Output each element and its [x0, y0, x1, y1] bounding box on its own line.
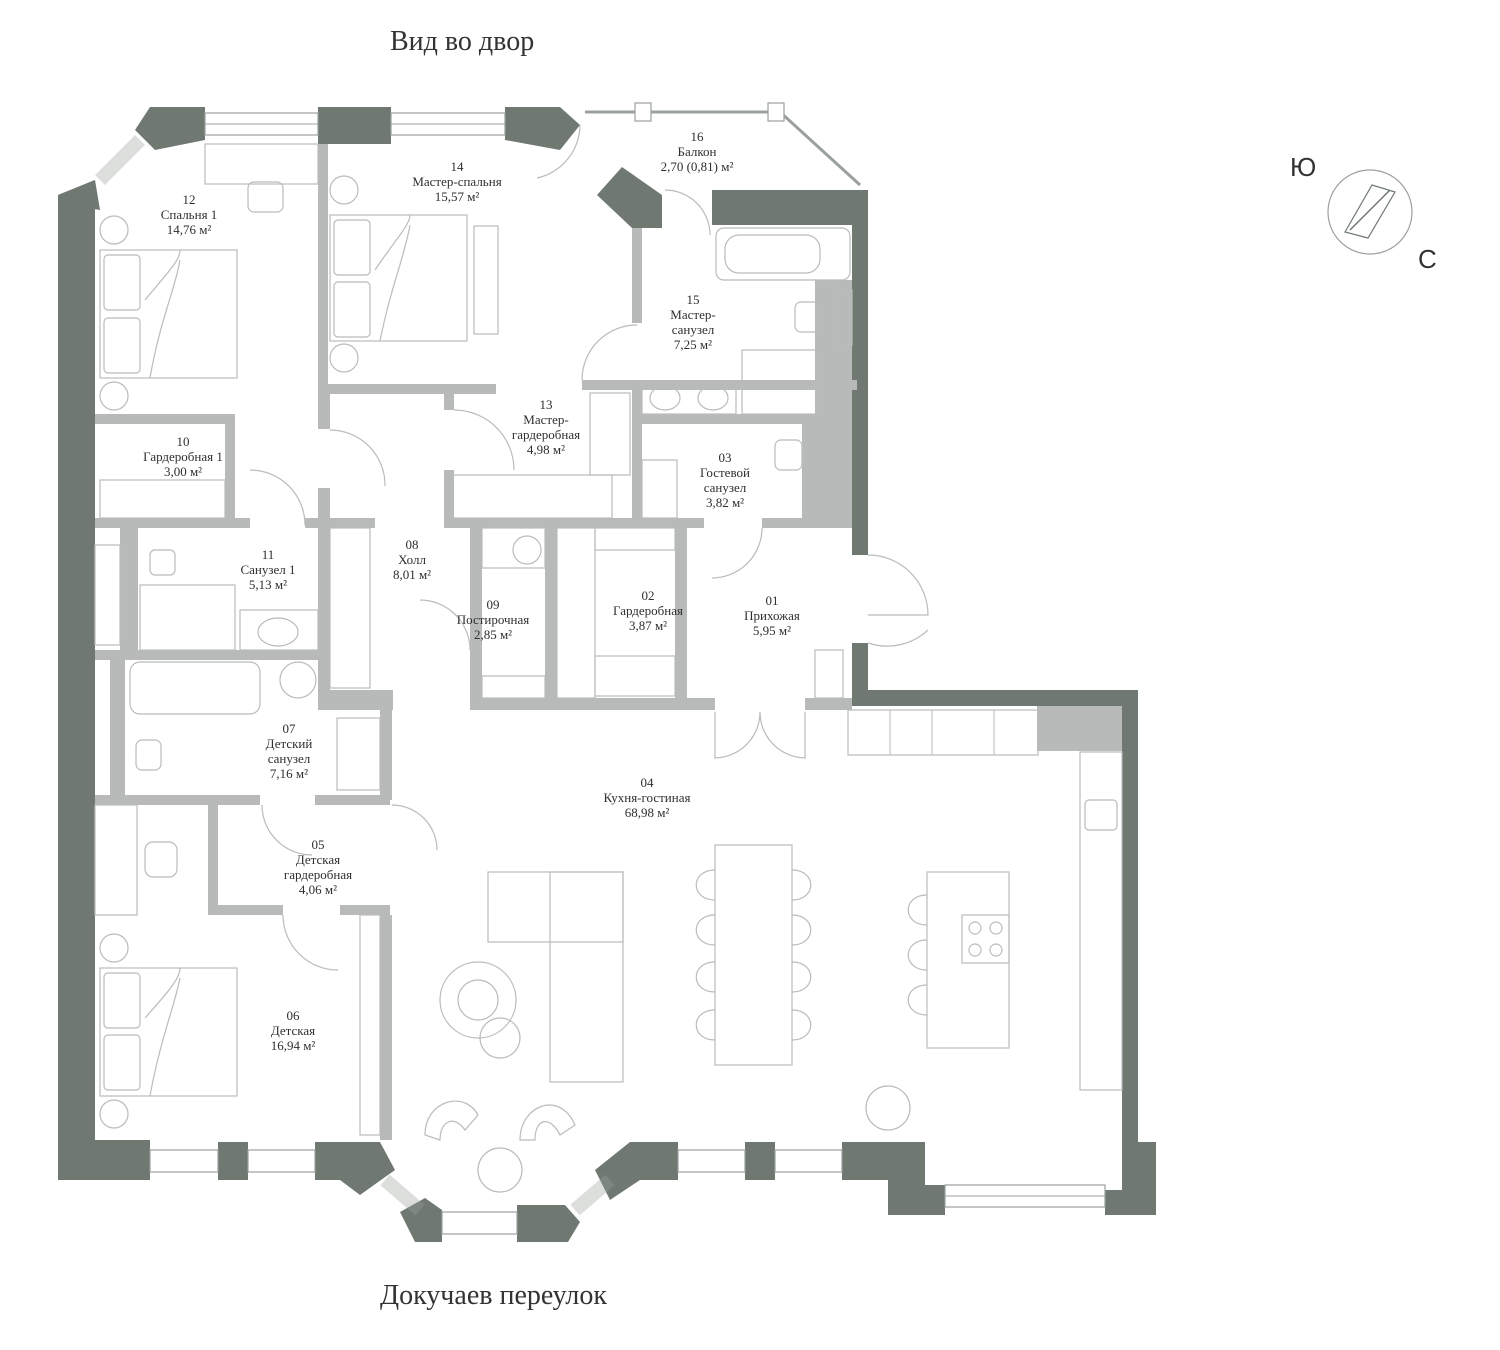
- room-number: 10: [176, 434, 190, 449]
- compass-south-label: Ю: [1290, 152, 1317, 182]
- room-name: Постирочная: [456, 612, 530, 627]
- room-area: 16,94 м²: [270, 1038, 316, 1053]
- room-name: Мастер-: [670, 307, 716, 322]
- room-name: Кухня-гостиная: [603, 790, 691, 805]
- street-label-bottom: Докучаев переулок: [380, 1280, 607, 1311]
- room-number: 09: [486, 597, 500, 612]
- room-area: 4,98 м²: [526, 442, 566, 457]
- doors: [249, 124, 929, 971]
- room-label-13: 13 Мастер- гардеробная 4,98 м²: [512, 397, 580, 457]
- room-number: 01: [765, 593, 779, 608]
- windows: [95, 102, 1106, 1235]
- room-number: 13: [539, 397, 553, 412]
- room-number: 12: [182, 192, 196, 207]
- room-name-line2: гардеробная: [511, 427, 581, 442]
- room-area: 4,06 м²: [298, 882, 338, 897]
- room-label-09: 09 Постирочная 2,85 м²: [457, 597, 530, 642]
- room-name: Детская: [270, 1023, 316, 1038]
- room-name: Гостевой: [700, 465, 750, 480]
- room-area: 7,25 м²: [673, 337, 713, 352]
- room-area: 7,16 м²: [269, 766, 309, 781]
- room-area: 5,95 м²: [752, 623, 792, 638]
- room-area: 5,13 м²: [248, 577, 288, 592]
- room-number: 15: [686, 292, 700, 307]
- outer-walls: [58, 107, 1156, 1242]
- room-label-03: 03 Гостевой санузел 3,82 м²: [700, 450, 750, 510]
- room-number: 04: [640, 775, 654, 790]
- room-name: Детская: [295, 852, 341, 867]
- street-label-top: Вид во двор: [390, 26, 535, 57]
- room-number: 02: [641, 588, 655, 603]
- room-label-16: 16 Балкон 2,70 (0,81) м²: [661, 129, 734, 174]
- room-area: 3,82 м²: [705, 495, 745, 510]
- room-name: Гардеробная 1: [143, 449, 223, 464]
- compass-north-label: С: [1418, 244, 1437, 274]
- room-label-01: 01 Прихожая 5,95 м²: [744, 593, 800, 638]
- room-area: 68,98 м²: [624, 805, 670, 820]
- furniture: [94, 143, 1123, 1193]
- room-number: 08: [405, 537, 419, 552]
- room-name-line2: гардеробная: [283, 867, 353, 882]
- room-label-07: 07 Детский санузел 7,16 м²: [266, 721, 313, 781]
- interior-walls: [95, 144, 1122, 1140]
- room-number: 05: [311, 837, 325, 852]
- room-label-04: 04 Кухня-гостиная 68,98 м²: [604, 775, 691, 820]
- room-name: Холл: [398, 552, 426, 567]
- room-label-10: 10 Гардеробная 1 3,00 м²: [143, 434, 223, 479]
- room-number: 07: [282, 721, 296, 736]
- room-area: 2,70 (0,81) м²: [660, 159, 734, 174]
- room-name: Балкон: [677, 144, 717, 159]
- room-label-06: 06 Детская 16,94 м²: [271, 1008, 316, 1053]
- room-label-12: 12 Спальня 1 14,76 м²: [161, 192, 218, 237]
- room-name: Мастер-спальня: [412, 174, 502, 189]
- room-area: 3,87 м²: [628, 618, 668, 633]
- room-number: 03: [718, 450, 732, 465]
- room-label-02: 02 Гардеробная 3,87 м²: [613, 588, 683, 633]
- room-name-line2: санузел: [267, 751, 311, 766]
- room-label-11: 11 Санузел 1 5,13 м²: [240, 547, 295, 592]
- room-name: Гардеробная: [613, 603, 683, 618]
- room-name: Прихожая: [744, 608, 800, 623]
- room-label-08: 08 Холл 8,01 м²: [393, 537, 431, 582]
- room-name: Мастер-: [523, 412, 569, 427]
- room-name: Санузел 1: [240, 562, 296, 577]
- room-label-14: 14 Мастер-спальня 15,57 м²: [412, 159, 501, 204]
- room-area: 15,57 м²: [434, 189, 480, 204]
- room-name-line2: санузел: [671, 322, 715, 337]
- room-number: 14: [450, 159, 464, 174]
- room-area: 14,76 м²: [166, 222, 212, 237]
- room-name: Спальня 1: [160, 207, 218, 222]
- room-name: Детский: [265, 736, 313, 751]
- room-area: 8,01 м²: [392, 567, 432, 582]
- room-number: 16: [690, 129, 704, 144]
- room-area: 2,85 м²: [473, 627, 513, 642]
- compass: [1327, 169, 1413, 255]
- room-name-line2: санузел: [703, 480, 747, 495]
- room-area: 3,00 м²: [163, 464, 203, 479]
- room-number: 06: [286, 1008, 300, 1023]
- room-label-05: 05 Детская гардеробная 4,06 м²: [284, 837, 352, 897]
- room-number: 11: [261, 547, 275, 562]
- room-label-15: 15 Мастер- санузел 7,25 м²: [670, 292, 715, 352]
